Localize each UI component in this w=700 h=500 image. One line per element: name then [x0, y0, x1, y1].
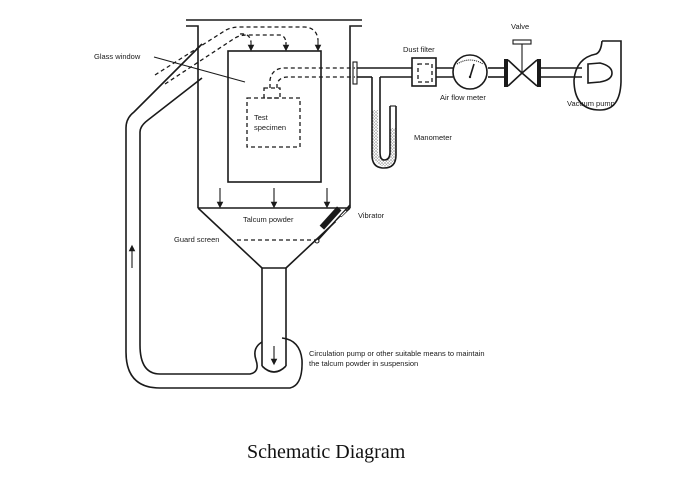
circulation-label: Circulation pump or other suitable means… [309, 349, 485, 358]
diagram-caption: Schematic Diagram [247, 441, 406, 463]
manometer [371, 77, 397, 169]
air-flow-meter [452, 54, 488, 90]
manometer-label: Manometer [414, 133, 452, 142]
valve-label: Valve [511, 22, 529, 31]
vibrator-label: Vibrator [358, 211, 385, 220]
talcum-powder-label: Talcum powder [243, 215, 294, 224]
test-specimen-label: Test [254, 113, 269, 122]
outlet-flange [352, 61, 358, 85]
test-specimen [246, 67, 355, 148]
vibrator [314, 204, 351, 244]
vacuum-pump [573, 40, 622, 111]
valve[interactable] [504, 39, 541, 87]
dust-filter-label: Dust filter [403, 45, 435, 54]
suction-pipe [357, 67, 582, 78]
glass-window-label: Glass window [94, 52, 141, 61]
air-flow-meter-label: Air flow meter [440, 93, 486, 102]
test-specimen-label-2: specimen [254, 123, 286, 132]
circulation-label-2: the talcum powder in suspension [309, 359, 418, 368]
return-duct [125, 43, 303, 389]
dust-filter [411, 57, 437, 87]
airflow-dashed-paths [154, 26, 322, 85]
glass-window [227, 50, 322, 183]
chamber-down-arrows [216, 188, 331, 209]
vacuum-pump-label: Vacuum pump [567, 99, 615, 108]
glass-window-leader [153, 56, 246, 83]
guard-screen-label: Guard screen [174, 235, 219, 244]
